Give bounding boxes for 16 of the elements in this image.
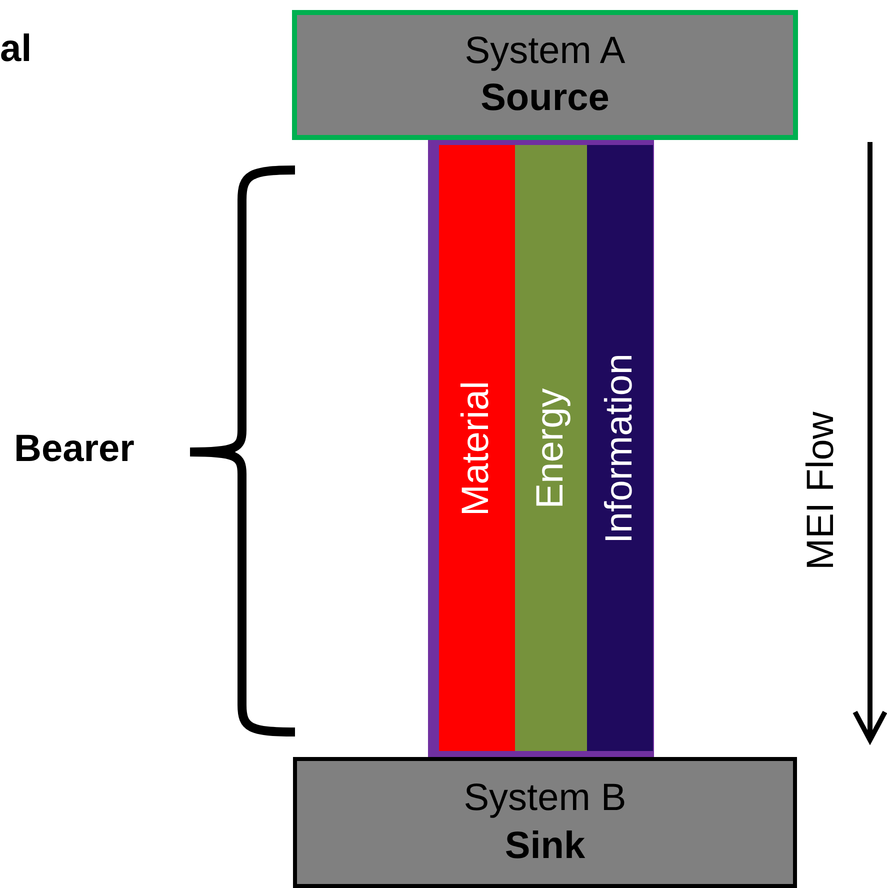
system-role: Source — [480, 76, 610, 121]
bearer-band — [428, 140, 654, 758]
flow-label: MEI Flow — [800, 412, 843, 570]
system-name: System A — [464, 28, 626, 74]
system-name: System B — [464, 776, 626, 821]
flow-strip — [515, 145, 587, 751]
flow-strip — [587, 145, 653, 751]
bracket-label: Bearer — [14, 428, 134, 471]
system-role: Sink — [504, 824, 586, 868]
strip-label: Material — [456, 380, 498, 516]
system-box — [293, 757, 797, 888]
cut-off-text: al — [0, 28, 32, 71]
strip-label: Energy — [530, 388, 572, 508]
system-box — [292, 10, 798, 140]
flow-strip — [439, 145, 515, 751]
strip-label: Information — [598, 352, 642, 544]
